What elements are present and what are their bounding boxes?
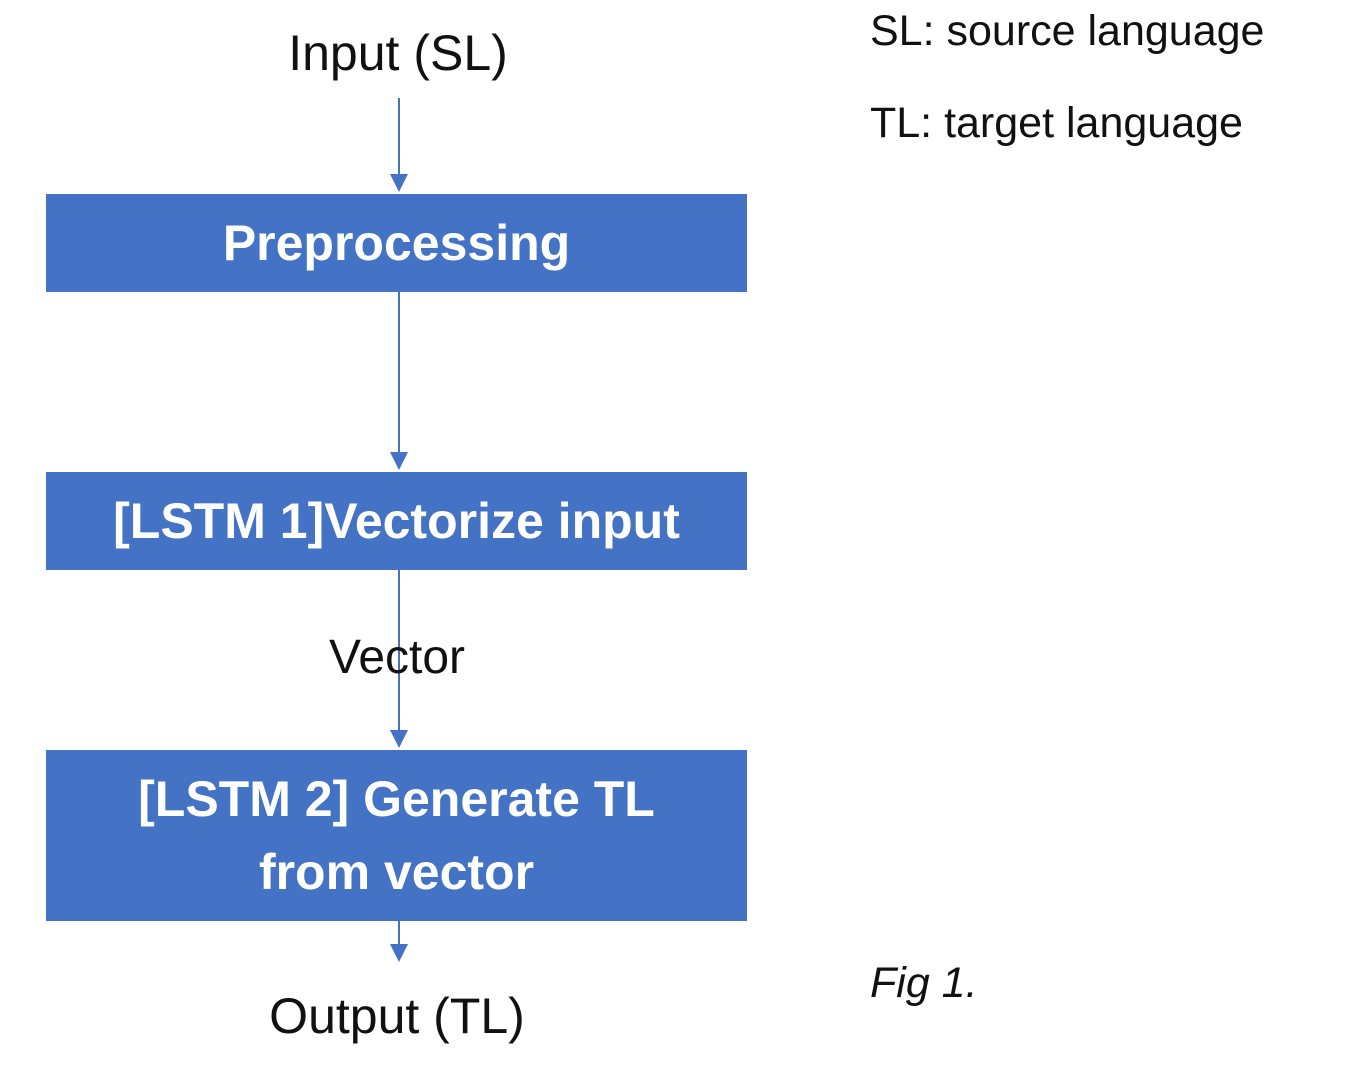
- output-label: Output (TL): [269, 988, 525, 1044]
- legend-tl: TL: target language: [870, 99, 1243, 147]
- lstm1-box: [LSTM 1]Vectorize input: [46, 472, 747, 570]
- arrow-input-to-preprocessing: [390, 98, 408, 192]
- arrow-lstm2-to-output: [390, 921, 408, 962]
- lstm1-label: [LSTM 1]Vectorize input: [113, 492, 680, 549]
- lstm2-label-line1: [LSTM 2] Generate TL: [138, 771, 655, 827]
- preprocessing-box: Preprocessing: [46, 194, 747, 292]
- arrow-lstm1-to-lstm2: [390, 570, 408, 748]
- vector-edge-label: Vector: [328, 631, 466, 684]
- legend-sl: SL: source language: [870, 7, 1265, 55]
- lstm2-box: [LSTM 2] Generate TL from vector: [46, 750, 747, 921]
- input-label: Input (SL): [288, 25, 508, 81]
- figure-caption: Fig 1.: [870, 959, 978, 1007]
- arrow-preprocessing-to-lstm1: [390, 292, 408, 470]
- preprocessing-label: Preprocessing: [222, 214, 571, 271]
- lstm2-label-line2: from vector: [258, 843, 535, 900]
